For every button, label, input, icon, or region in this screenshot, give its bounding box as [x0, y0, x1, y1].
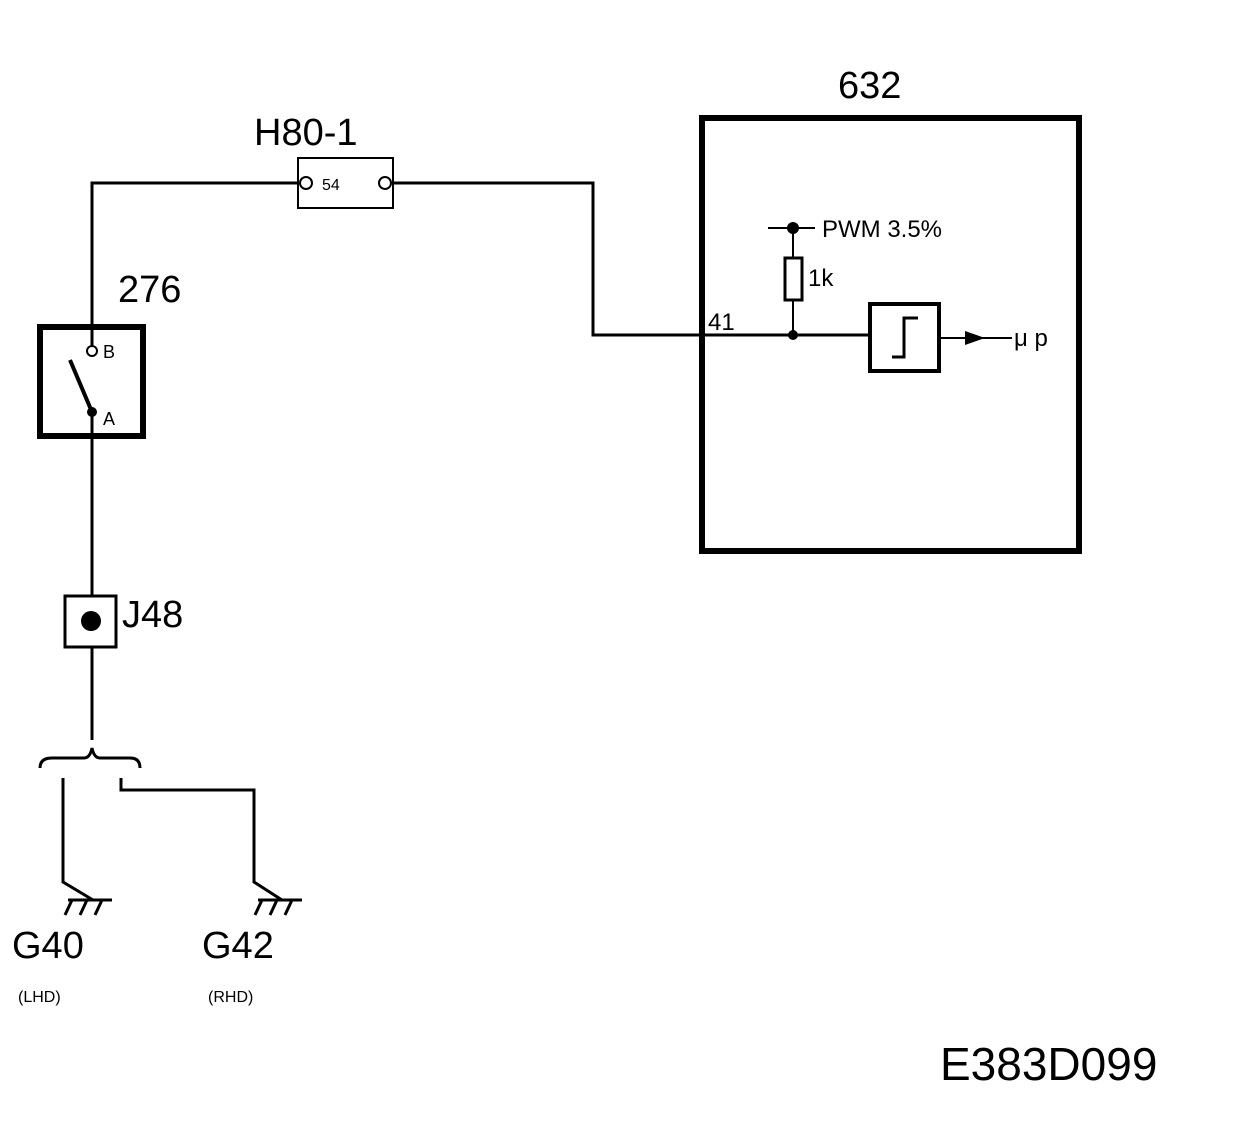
wire-switch-to-fuse [90, 181, 300, 350]
ground-g40-note: (LHD) [18, 989, 61, 1006]
ground-g42: G42 (RHD) [202, 898, 302, 1006]
fuse-pin-label: 54 [322, 177, 340, 194]
fuse-right-terminal [378, 176, 392, 190]
ground-g40-tick-2 [78, 899, 89, 916]
splice-brace [38, 747, 142, 769]
module-pin-label: 41 [708, 309, 735, 336]
fuse-box [297, 157, 394, 209]
connector-id-label: J48 [122, 594, 183, 636]
resistor-body [783, 256, 804, 302]
supply-label: PWM 3.5% [822, 216, 942, 243]
pin-b-terminal [86, 345, 98, 357]
wires [61, 181, 868, 902]
module-id-label: 632 [838, 65, 901, 107]
connector-j48: J48 [63, 594, 183, 649]
fuse-h80-1: 54 H80-1 [254, 112, 394, 209]
module-632: 632 41 PWM 3.5% 1k μ p [699, 65, 1082, 554]
wire-fuse-to-module [392, 181, 868, 337]
ground-g42-tick-1 [253, 899, 264, 916]
switch-lever [68, 359, 94, 413]
fuse-id-label: H80-1 [254, 112, 358, 154]
ground-g42-label: G42 [202, 925, 274, 967]
module-box [699, 115, 1082, 554]
switch-pin-a-label: A [103, 409, 115, 429]
ground-g40-tick-1 [63, 899, 74, 916]
switch-pin-b-label: B [103, 342, 115, 362]
wire-to-g42 [119, 778, 283, 902]
ground-g42-note: (RHD) [208, 989, 253, 1006]
ground-g40-label: G40 [12, 925, 84, 967]
output-arrow [965, 331, 985, 345]
switch-id-label: 276 [118, 269, 181, 311]
ground-g40-tick-3 [93, 899, 104, 916]
output-label: μ p [1014, 325, 1048, 352]
switch-276: B A 276 [37, 269, 181, 439]
ground-g42-tick-2 [268, 899, 279, 916]
fuse-left-terminal [299, 176, 313, 190]
ground-g40: G40 (LHD) [12, 898, 112, 1006]
wire-to-g40 [61, 778, 94, 902]
switch-box [37, 324, 146, 439]
resistor-label: 1k [808, 265, 834, 292]
input-node [788, 330, 798, 340]
diagram-code: E383D099 [940, 1038, 1157, 1090]
ground-g42-tick-3 [283, 899, 294, 916]
step-symbol [892, 316, 918, 359]
connector-pin [81, 611, 101, 631]
